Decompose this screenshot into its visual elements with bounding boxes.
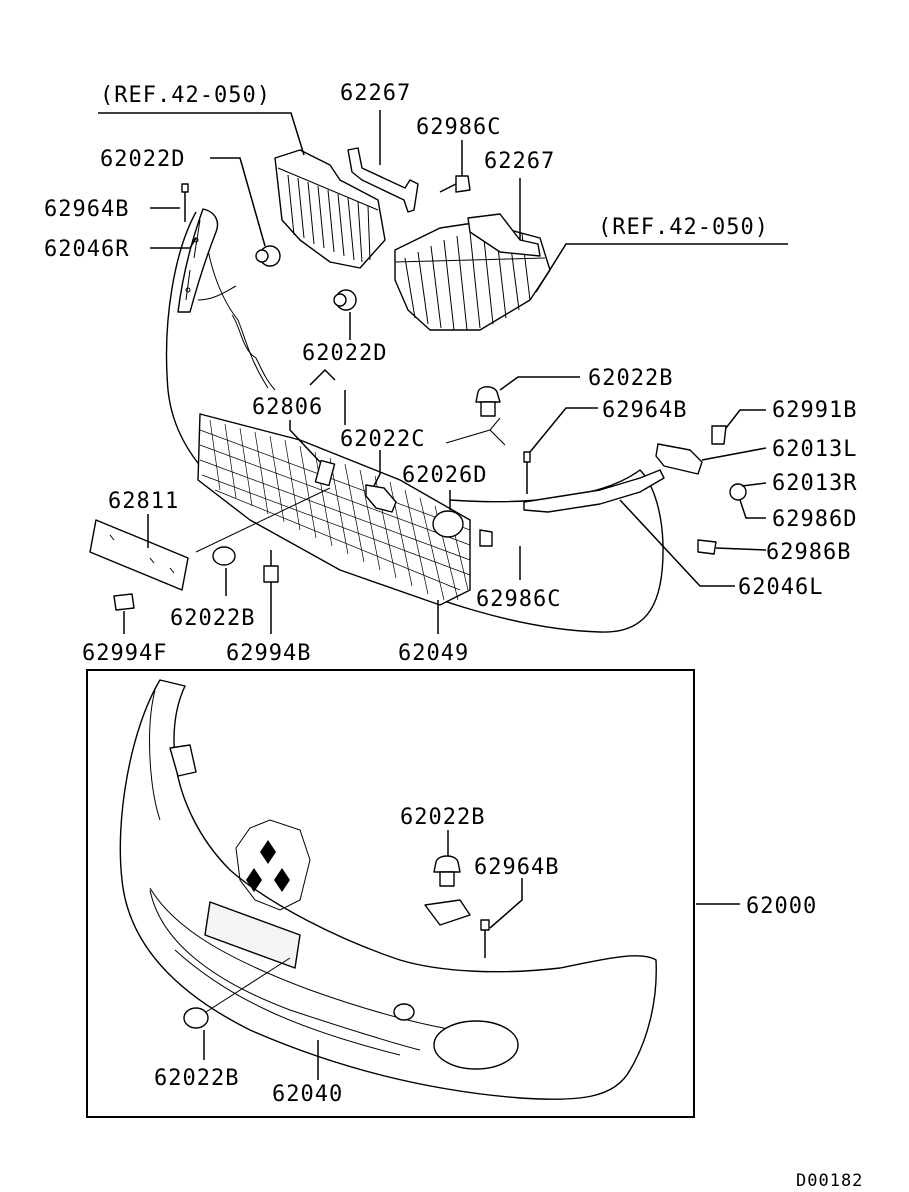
- plate-bracket-62811: [89, 519, 189, 591]
- leader-lines-upper: [98, 110, 788, 634]
- label-ref-right: (REF.42-050): [598, 215, 769, 240]
- pin-62964B-right: [523, 451, 531, 494]
- label-62964B-right: 62964B: [602, 398, 687, 423]
- bracket-62013: [655, 443, 703, 475]
- label-62046R: 62046R: [44, 237, 129, 262]
- bracket-62267-a: [347, 147, 419, 213]
- label-62040: 62040: [272, 1082, 343, 1107]
- clip-62022C: [365, 484, 397, 513]
- label-62049: 62049: [398, 641, 469, 666]
- label-62986C-top: 62986C: [416, 115, 501, 140]
- label-62986D: 62986D: [772, 507, 857, 532]
- screw-62986D: [729, 483, 747, 501]
- clip-62022D-mid: [333, 289, 357, 311]
- grille-right: [394, 221, 551, 331]
- clip-62022B-right: [475, 386, 501, 417]
- clip-62022B-box: [433, 855, 461, 887]
- label-62000: 62000: [746, 894, 817, 919]
- label-62046L: 62046L: [738, 575, 823, 600]
- label-62806: 62806: [252, 395, 323, 420]
- bumper-assembly-62000: [119, 679, 657, 1100]
- stud-62994B: [263, 550, 279, 583]
- label-62022D-mid: 62022D: [302, 341, 387, 366]
- label-62267-a: 62267: [340, 81, 411, 106]
- bracket-62046R: [177, 208, 219, 313]
- label-62022B-boxlow: 62022B: [154, 1066, 239, 1091]
- leader-lines-lower: [203, 830, 740, 1080]
- bolt-62994F: [113, 593, 135, 611]
- label-62022C: 62022C: [340, 427, 425, 452]
- clip-62022B-boxlow: [183, 1007, 209, 1029]
- label-62991B: 62991B: [772, 398, 857, 423]
- part-labels: (REF.42-050) 62267 62986C 62022D 62267 6…: [44, 81, 863, 1191]
- mesh-grille-62049: [197, 413, 471, 606]
- cap-62026D: [432, 510, 464, 538]
- clip-62991B: [711, 425, 727, 445]
- label-62964B-box: 62964B: [474, 855, 559, 880]
- label-62026D: 62026D: [402, 463, 487, 488]
- label-62811: 62811: [108, 489, 179, 514]
- label-62022B-box: 62022B: [400, 805, 485, 830]
- bracket-62046L: [523, 469, 665, 513]
- assembly-box-62000: [86, 669, 695, 1118]
- label-62986C-bottom: 62986C: [476, 587, 561, 612]
- screw-62986C-bottom: [479, 529, 493, 547]
- label-62013R: 62013R: [772, 471, 857, 496]
- label-62022B-right: 62022B: [588, 366, 673, 391]
- grille-left: [274, 149, 386, 269]
- bracket-62267-b: [467, 213, 541, 257]
- diagram-code: D00182: [796, 1171, 863, 1187]
- label-62964B-left: 62964B: [44, 197, 129, 222]
- pin-62964B-left: [181, 183, 189, 222]
- label-62994B: 62994B: [226, 641, 311, 666]
- clip-62022D-top: [255, 245, 281, 267]
- label-62013L: 62013L: [772, 437, 857, 462]
- label-ref-left: (REF.42-050): [100, 83, 271, 108]
- part-62806: [314, 459, 336, 487]
- label-62986B: 62986B: [766, 540, 851, 565]
- label-62022D-top: 62022D: [100, 147, 185, 172]
- pin-62964B-box: [480, 919, 490, 958]
- clip-62022B-mid: [212, 546, 236, 566]
- screw-62986C-top: [439, 175, 471, 193]
- label-62994F: 62994F: [82, 641, 167, 666]
- label-62022B-mid: 62022B: [170, 606, 255, 631]
- label-62267-b: 62267: [484, 149, 555, 174]
- clip-62986B: [697, 539, 717, 555]
